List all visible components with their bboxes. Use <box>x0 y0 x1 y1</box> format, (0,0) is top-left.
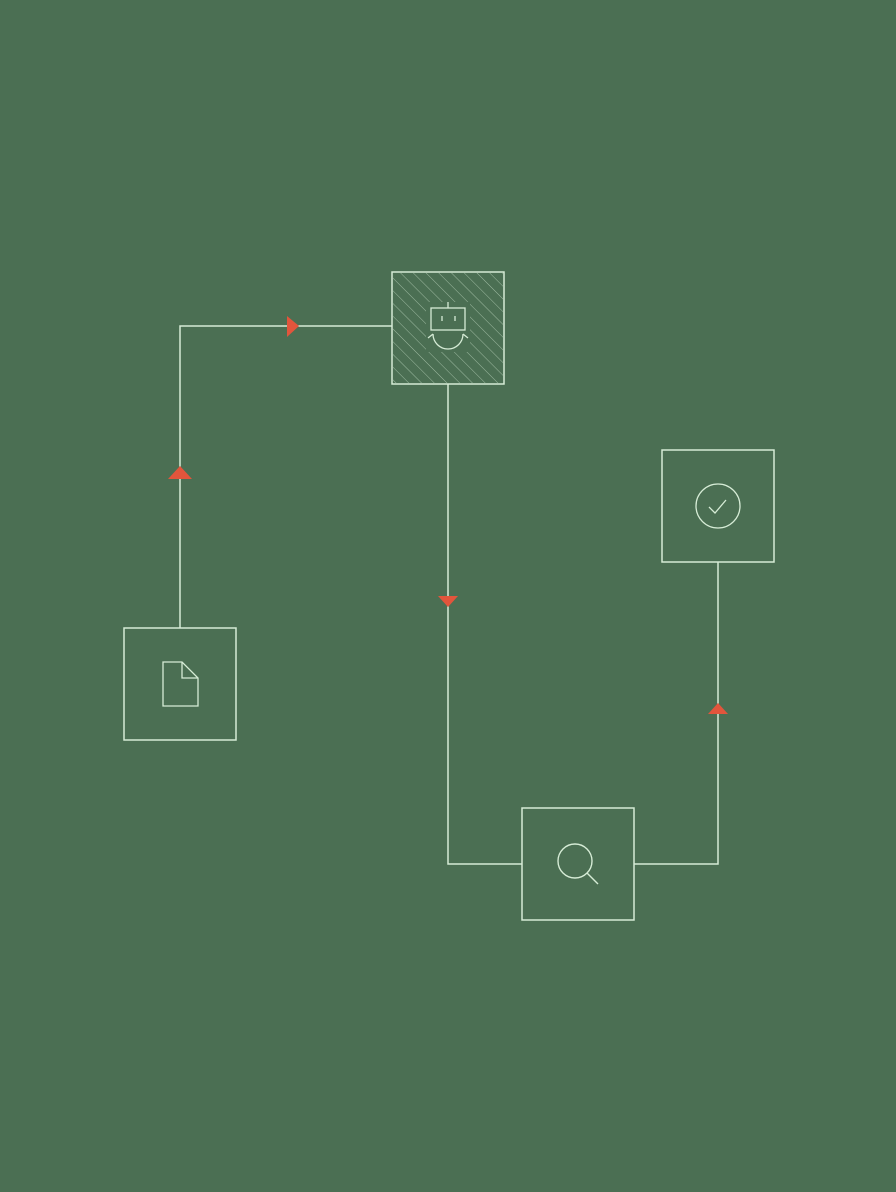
arrow-up-marker <box>708 703 728 714</box>
search-icon <box>557 843 599 885</box>
robot-icon <box>426 302 470 352</box>
node-robot <box>391 271 505 385</box>
node-box <box>521 807 635 921</box>
connector-search-to-check <box>634 562 719 865</box>
arrow-down-marker <box>438 596 458 607</box>
arrow-up-marker <box>168 466 192 479</box>
document-icon <box>162 661 199 707</box>
node-box <box>123 627 237 741</box>
node-box <box>661 449 775 563</box>
check-circle-icon <box>695 483 741 529</box>
node-check <box>661 449 775 563</box>
connectors <box>179 325 719 865</box>
connector-robot-to-search <box>447 384 522 865</box>
node-search <box>521 807 635 921</box>
node-document <box>123 627 237 741</box>
arrowheads <box>168 316 728 714</box>
arrow-right-marker <box>287 316 299 337</box>
connector-document-to-robot <box>179 325 392 628</box>
